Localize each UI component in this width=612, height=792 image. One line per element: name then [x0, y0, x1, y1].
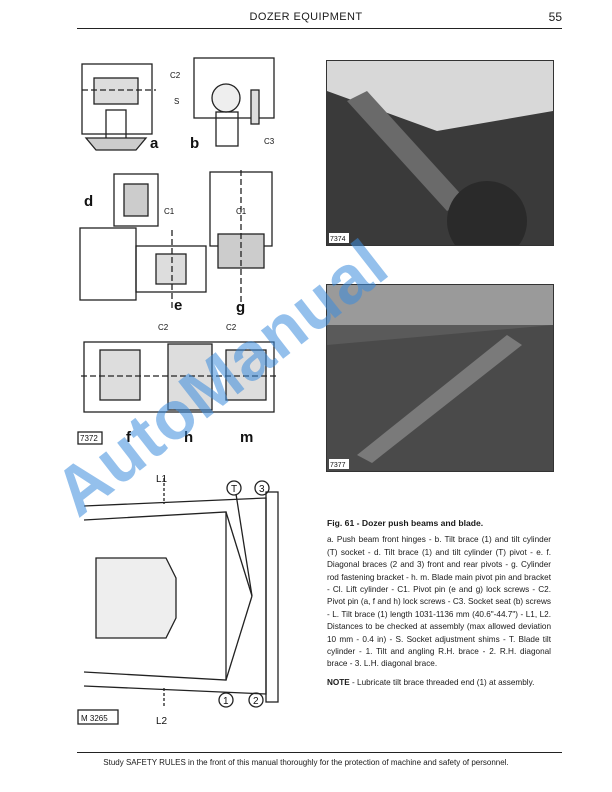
callout-c2-f: C2	[158, 323, 169, 332]
label-m: m	[240, 429, 253, 446]
footer-divider	[77, 752, 562, 753]
footer-safety-note: Study SAFETY RULES in the front of this …	[103, 758, 509, 767]
caption-body: a. Push beam front hinges - b. Tilt brac…	[327, 535, 551, 669]
callout-1: 1	[223, 696, 229, 707]
callout-2: 2	[253, 696, 259, 707]
callout-c2-m: C2	[226, 323, 237, 332]
label-h: h	[184, 429, 193, 446]
label-e: e	[174, 297, 182, 314]
label-d: d	[84, 193, 93, 210]
caption-title: Fig. 61 - Dozer push beams and blade.	[327, 518, 484, 528]
drawing-reference-m3265: M 3265	[81, 714, 108, 723]
hinge-detail-drawings: a b d e g f h m C2 S C3 C1 C1 C2 C2 7372	[77, 57, 276, 446]
callout-c3: C3	[264, 137, 275, 146]
photo-reference-7374: 7374	[330, 236, 346, 243]
note-label: NOTE	[327, 677, 350, 687]
callout-c1-g: C1	[236, 207, 247, 216]
photo-reference-7377: 7377	[330, 462, 346, 469]
callout-c1-d: C1	[164, 207, 175, 216]
label-b: b	[190, 135, 199, 152]
callout-s: S	[174, 97, 179, 106]
figure-caption: Fig. 61 - Dozer push beams and blade. a.…	[327, 517, 551, 689]
header-divider	[77, 28, 562, 29]
label-l2: L2	[156, 716, 168, 727]
label-g: g	[236, 299, 245, 316]
drawing-reference-7372: 7372	[80, 434, 98, 443]
dozer-blade-photo-top: 7374	[326, 60, 554, 246]
page-number: 55	[548, 10, 562, 24]
callout-c2-a: C2	[170, 71, 181, 80]
callout-t: T	[231, 484, 237, 495]
page-title: DOZER EQUIPMENT	[249, 11, 363, 23]
push-beam-plan-view: L1 L2 T 3 1 2 M 3265	[77, 474, 279, 727]
label-f: f	[126, 429, 132, 446]
label-a: a	[150, 135, 159, 152]
note-text: - Lubricate tilt brace threaded end (1) …	[349, 677, 535, 687]
caption-note: NOTE - Lubricate tilt brace threaded end…	[327, 677, 551, 689]
dozer-blade-photo-bottom: 7377	[326, 284, 554, 472]
callout-3: 3	[259, 484, 265, 495]
label-l1: L1	[156, 474, 168, 485]
